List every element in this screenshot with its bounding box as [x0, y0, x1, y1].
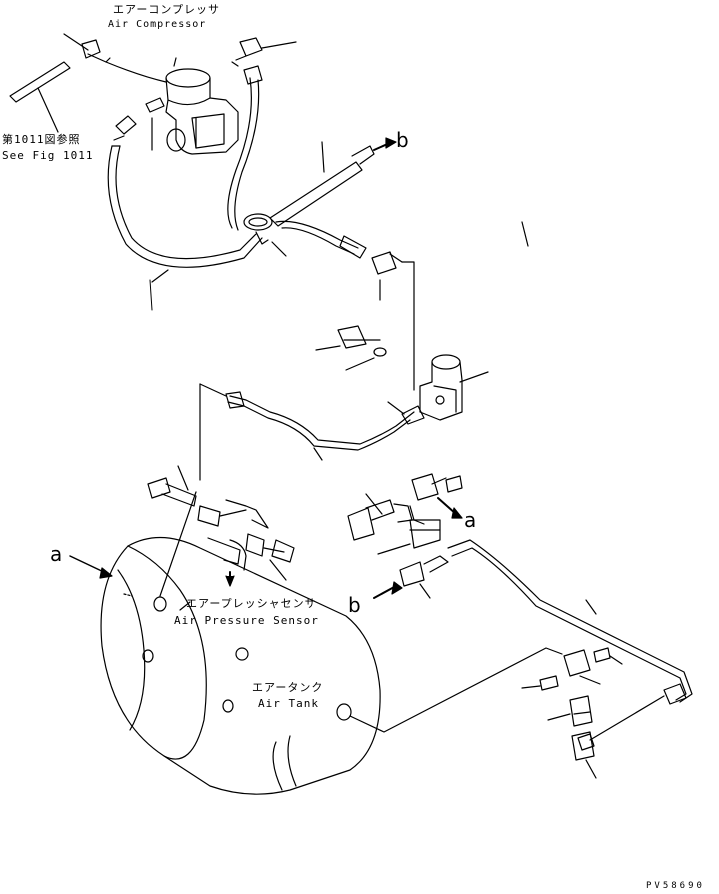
air-pressure-sensor-label-en: Air Pressure Sensor [174, 614, 319, 627]
valve-block-drawing [199, 261, 489, 481]
see-fig-label-en: See Fig 1011 [2, 149, 94, 162]
air-tank-label-en: Air Tank [258, 697, 319, 710]
air-compressor-label-jp: エアーコンプレッサ [113, 3, 221, 16]
see-fig-label-jp: 第1011図参照 [2, 133, 81, 146]
reference-a-right: a [464, 508, 477, 532]
drawing-code: PV58690 [646, 881, 705, 891]
reference-b-top: b [396, 128, 409, 152]
air-compressor-label-en: Air Compressor [108, 19, 207, 30]
reference-b-left: b [348, 593, 361, 617]
air-tank-label-jp: エアータンク [252, 681, 324, 694]
air-compressor-drawing [9, 33, 529, 311]
air-tank-drawing [69, 536, 623, 795]
reference-a-left: a [50, 542, 63, 566]
air-pressure-sensor-label-jp: エアープレッシャセンサ [186, 597, 317, 610]
